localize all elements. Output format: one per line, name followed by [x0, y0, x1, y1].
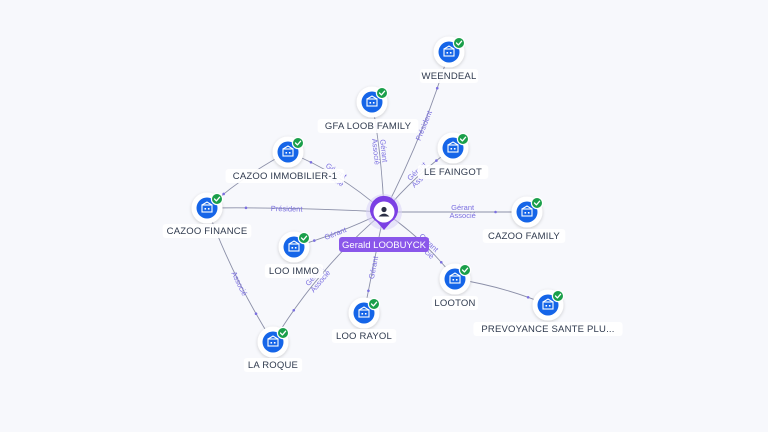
company-building-icon	[443, 45, 455, 57]
center-label: Gerald LOOBUYCK	[342, 240, 427, 251]
company-label: LE FAINGOT	[424, 167, 482, 178]
edge-arrow	[254, 312, 258, 316]
verified-check-icon	[530, 196, 544, 210]
company-label: LOOTON	[434, 298, 475, 309]
edge-arrow	[312, 239, 316, 242]
verified-check-icon	[297, 231, 311, 245]
verified-check-icon	[452, 36, 466, 50]
company-node-loo-immo[interactable]: LOO IMMO	[264, 231, 324, 279]
company-building-icon	[542, 298, 554, 310]
company-label: LA ROQUE	[248, 360, 298, 371]
company-node-weendeal[interactable]: WEENDEAL	[419, 36, 479, 84]
company-node-cazoo-family[interactable]: CAZOO FAMILY	[482, 196, 566, 244]
verified-check-icon	[375, 86, 389, 100]
company-label-bg	[243, 358, 303, 372]
company-label-bg	[162, 224, 252, 238]
company-label: PREVOYANCE SANTE PLU...	[481, 324, 614, 335]
verified-check-icon	[367, 297, 381, 311]
person-icon	[378, 206, 390, 217]
edge-label: GérantAssocié	[370, 137, 390, 165]
edge-arrow	[526, 295, 530, 299]
company-node-looton[interactable]: LOOTON	[431, 263, 479, 311]
verified-check-icon	[456, 132, 470, 146]
company-label: GFA LOOB FAMILY	[325, 121, 412, 132]
company-building-icon	[288, 240, 300, 252]
edge-label-line: Gérant	[367, 255, 380, 280]
edge-arrow	[292, 308, 296, 312]
edge-arrow	[494, 210, 497, 214]
verified-check-icon	[291, 136, 305, 150]
company-building-icon	[267, 335, 279, 347]
company-node-prevoyance-sante[interactable]: PREVOYANCE SANTE PLU...	[473, 289, 623, 337]
company-label: CAZOO FAMILY	[488, 231, 560, 242]
company-node-cazoo-immobilier-1[interactable]: CAZOO IMMOBILIER-1	[225, 136, 345, 184]
edge-arrow	[309, 160, 313, 164]
company-label-bg	[317, 119, 419, 133]
edge-arrow	[435, 86, 439, 90]
company-node-gfa-loob-family[interactable]: GFA LOOB FAMILY	[317, 86, 419, 134]
edge-label-line: Gérant	[451, 203, 475, 212]
company-label-bg	[331, 329, 397, 343]
edge-arrow	[435, 159, 438, 162]
company-label-bg	[482, 229, 566, 243]
edge-label-line: Associé	[370, 138, 382, 165]
company-label: CAZOO IMMOBILIER-1	[233, 171, 337, 182]
company-building-icon	[521, 205, 533, 217]
company-label: LOO RAYOL	[336, 331, 392, 342]
company-node-loo-rayol[interactable]: LOO RAYOL	[331, 297, 397, 344]
company-building-icon	[447, 141, 459, 153]
company-label-bg	[225, 169, 345, 183]
company-label-bg	[264, 264, 324, 278]
edge-label: Gérant	[367, 255, 380, 280]
company-label: LOO IMMO	[269, 266, 319, 277]
edge-arrow	[439, 260, 443, 264]
nodes-layer: WEENDEAL GFA LOOB FAMILY LE FAINGOT CAZOO I…	[162, 36, 623, 373]
company-label-bg	[417, 165, 489, 179]
edge-label-line: Associé	[450, 211, 476, 220]
company-building-icon	[282, 145, 294, 157]
company-label-bg	[473, 322, 623, 336]
company-building-icon	[366, 95, 378, 107]
center-label-badge	[339, 237, 429, 252]
verified-check-icon	[458, 263, 472, 277]
verified-check-icon	[276, 326, 290, 340]
verified-check-icon	[551, 289, 565, 303]
company-label: CAZOO FINANCE	[167, 226, 248, 237]
edge-label-line: Président	[271, 204, 304, 214]
edge-label-line: Gérant	[378, 139, 390, 164]
company-node-la-roque[interactable]: LA ROQUE	[243, 326, 303, 373]
center-node[interactable]: Gerald LOOBUYCK	[339, 194, 429, 252]
verified-check-icon	[210, 192, 224, 206]
edge-center-cazoo-finance: Président	[206, 204, 385, 214]
edge-arrow	[244, 206, 248, 210]
company-label: WEENDEAL	[422, 71, 477, 82]
edge-label: Associé	[229, 270, 249, 298]
company-node-cazoo-finance[interactable]: CAZOO FINANCE	[162, 192, 252, 239]
company-label-bg	[419, 69, 479, 83]
company-label-bg	[431, 296, 479, 310]
edge-arrow	[222, 192, 225, 196]
edge-arrow	[367, 289, 370, 293]
company-building-icon	[201, 201, 213, 213]
edge-label: Président	[271, 204, 304, 214]
edge-line	[206, 207, 385, 213]
edge-label-line: Associé	[229, 270, 249, 298]
company-node-le-faingot[interactable]: LE FAINGOT	[417, 132, 489, 180]
company-building-icon	[358, 306, 370, 318]
company-building-icon	[449, 272, 461, 284]
